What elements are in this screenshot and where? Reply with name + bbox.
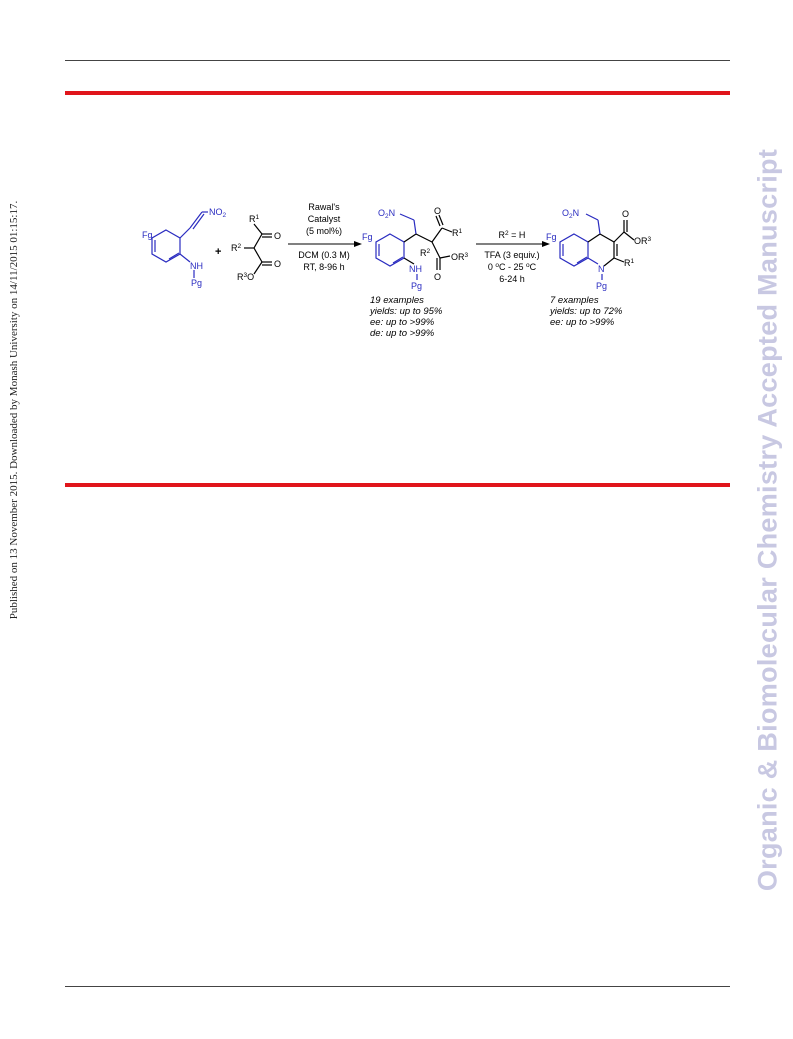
plus-sign: + (215, 246, 221, 258)
reaction-arrow-2: R2 = H TFA (3 equiv.) 0 oC - 25 oC 6-24 … (476, 230, 550, 284)
reactant-nitroalkene: Fg NO2 NH Pg (142, 207, 227, 288)
reaction-scheme: Fg NO2 NH Pg + R1 O R2 O R3O Rawal's Cat… (142, 202, 652, 339)
catalyst-name-line2: Catalyst (308, 214, 341, 224)
svg-text:R1: R1 (452, 228, 463, 238)
svg-text:OR3: OR3 (634, 236, 652, 246)
reaction-time-2: 6-24 h (499, 274, 525, 284)
svg-text:7 examples: 7 examples (550, 295, 599, 306)
catalyst-name-line1: Rawal's (308, 202, 340, 212)
header-rule (65, 60, 730, 61)
footer-rule (65, 986, 730, 987)
publication-note-text: Published on 13 November 2015. Downloade… (8, 200, 20, 620)
svg-text:O2N: O2N (378, 208, 395, 220)
product2-fg-label: Fg (546, 232, 557, 242)
benzene-ring-3 (559, 233, 589, 267)
product2-stats: 7 examples yields: up to 72% ee: up to >… (549, 295, 623, 328)
nh-label: NH (190, 261, 203, 271)
acid-condition: TFA (3 equiv.) (484, 250, 539, 260)
svg-text:yields: up to 72%: yields: up to 72% (549, 306, 623, 317)
svg-text:R2 = H: R2 = H (499, 230, 526, 240)
svg-text:O: O (274, 231, 281, 241)
product-dihydroquinoline: O2N Fg O OR3 N Pg R1 7 examples yields: … (546, 208, 652, 328)
top-red-rule (65, 91, 730, 95)
solvent-condition: DCM (0.3 M) (298, 250, 350, 260)
benzene-ring-2 (375, 233, 405, 267)
product-michael-adduct: O2N Fg R1 O R2 OR3 O NH Pg 19 examples y… (362, 206, 469, 339)
svg-text:de: up to >99%: de: up to >99% (370, 328, 435, 339)
svg-text:ee: up to >99%: ee: up to >99% (550, 317, 615, 328)
svg-text:N: N (598, 264, 605, 274)
svg-text:19 examples: 19 examples (370, 295, 424, 306)
temperature-time: RT, 8-96 h (303, 262, 344, 272)
svg-text:Pg: Pg (596, 281, 607, 291)
svg-text:Pg: Pg (411, 281, 422, 291)
svg-text:R1: R1 (624, 258, 635, 268)
svg-text:R3O: R3O (237, 272, 254, 282)
svg-text:0 oC - 25 oC: 0 oC - 25 oC (488, 262, 537, 272)
bottom-red-rule (65, 483, 730, 487)
fg-label: Fg (142, 230, 153, 240)
product1-fg-label: Fg (362, 232, 373, 242)
svg-text:O: O (622, 209, 629, 219)
reactant-ketoester: R1 O R2 O R3O (231, 214, 281, 282)
svg-text:yields: up to 95%: yields: up to 95% (369, 306, 443, 317)
svg-text:R2: R2 (420, 248, 431, 258)
svg-text:R2: R2 (231, 243, 242, 253)
svg-text:OR3: OR3 (451, 252, 469, 262)
svg-text:O: O (434, 206, 441, 216)
svg-text:O: O (274, 259, 281, 269)
publication-note: Published on 13 November 2015. Downloade… (4, 200, 24, 620)
svg-text:O2N: O2N (562, 208, 579, 220)
svg-text:ee: up to >99%: ee: up to >99% (370, 317, 435, 328)
watermark-text: Organic & Biomolecular Chemistry Accepte… (752, 148, 783, 892)
benzene-ring-1 (151, 229, 181, 263)
pg-label: Pg (191, 278, 202, 288)
svg-text:NH: NH (409, 264, 422, 274)
reaction-arrow-1: Rawal's Catalyst (5 mol%) DCM (0.3 M) RT… (288, 202, 362, 272)
svg-text:R1: R1 (249, 214, 260, 224)
product1-stats: 19 examples yields: up to 95% ee: up to … (369, 295, 443, 339)
svg-text:NO2: NO2 (209, 207, 227, 219)
accepted-manuscript-watermark: Organic & Biomolecular Chemistry Accepte… (748, 120, 788, 920)
catalyst-loading: (5 mol%) (306, 226, 342, 236)
svg-text:O: O (434, 272, 441, 282)
